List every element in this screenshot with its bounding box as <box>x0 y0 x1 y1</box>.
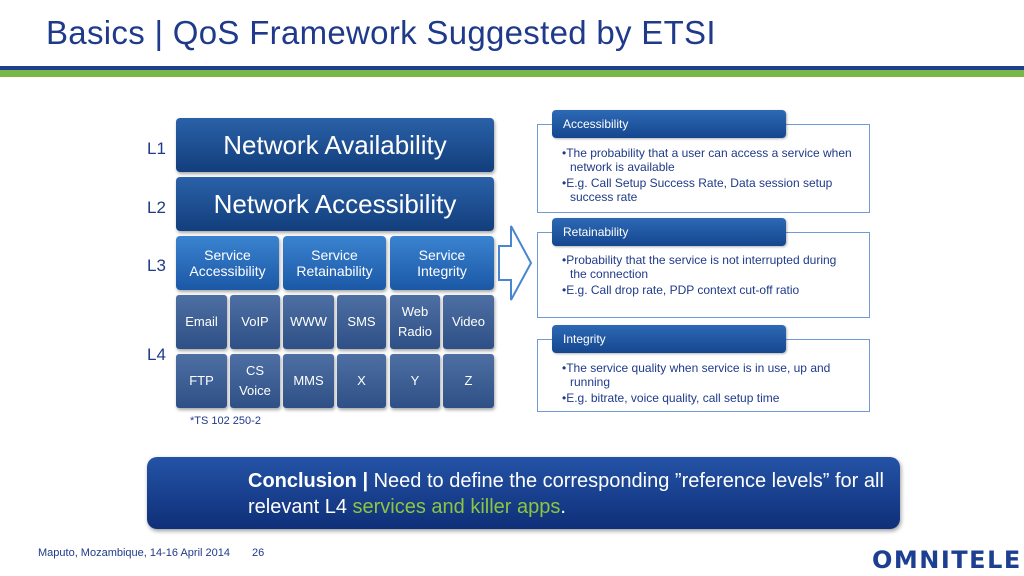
bullet-item: •E.g. Call Setup Success Rate, Data sess… <box>562 176 833 204</box>
service-tile-cs-voice: CS Voice <box>230 354 280 408</box>
title-divider-green <box>0 70 1024 77</box>
tile-line1: Y <box>410 373 420 388</box>
conclusion-lead: Conclusion | <box>248 470 369 492</box>
integrity-label: Integrity <box>552 325 786 353</box>
level-label-l3: L3 <box>147 256 166 275</box>
service-box-line2: Integrity <box>417 263 467 279</box>
service-tile-z: Z <box>443 354 494 408</box>
service-tile-x: X <box>337 354 386 408</box>
tile-line1: FTP <box>189 373 214 388</box>
tile-line1: SMS <box>347 314 376 329</box>
conclusion-text: Conclusion | Need to define the correspo… <box>248 468 888 520</box>
tile-line2: Voice <box>239 383 271 398</box>
network-availability-box: Network Availability <box>176 118 494 172</box>
tile-line1: Video <box>451 314 485 329</box>
tile-line1: WWW <box>290 314 327 329</box>
service-box-line2: Accessibility <box>189 263 266 279</box>
conclusion-banner: Conclusion | Need to define the correspo… <box>147 457 900 529</box>
tile-line2: Radio <box>398 324 432 339</box>
page-number: 26 <box>252 547 265 559</box>
service-box-line2: Retainability <box>296 263 373 279</box>
service-tile-ftp: FTP <box>176 354 227 408</box>
service-tile-y: Y <box>390 354 440 408</box>
service-tile-sms: SMS <box>337 295 386 349</box>
bullet-item: •E.g. Call drop rate, PDP context cut-of… <box>562 283 800 297</box>
tile-line1: Email <box>185 314 218 329</box>
accessibility-definition-panel <box>537 124 870 213</box>
service-box-line1: Service <box>204 247 251 263</box>
conclusion-end: . <box>560 496 566 518</box>
right-arrow-icon <box>498 225 533 301</box>
service-tile-voip: VoIP <box>230 295 280 349</box>
conclusion-highlight: services and killer apps <box>352 496 561 518</box>
level-label-l2: L2 <box>147 198 166 217</box>
integrity-bullets: •The service quality when service is in … <box>562 361 852 407</box>
tile-line1: MMS <box>293 373 324 388</box>
retainability-definition-panel <box>537 232 870 318</box>
slide-title: Basics | QoS Framework Suggested by ETSI <box>46 14 716 51</box>
standard-reference-note: *TS 102 250-2 <box>190 415 261 427</box>
tile-line1: Web <box>401 304 429 319</box>
tile-line1: VoIP <box>241 314 269 329</box>
bullet-item: •E.g. bitrate, voice quality, call setup… <box>562 391 780 405</box>
service-tile-video: Video <box>443 295 494 349</box>
conclusion-body: Need to define the corresponding ”refere… <box>248 470 884 518</box>
service-tile-mms: MMS <box>283 354 334 408</box>
service-tile-www: WWW <box>283 295 334 349</box>
service-box-line1: Service <box>311 247 358 263</box>
level-label-l4: L4 <box>147 345 166 364</box>
tile-line1: Z <box>464 373 473 388</box>
service-tile-email: Email <box>176 295 227 349</box>
tile-line1: X <box>357 373 366 388</box>
accessibility-label: Accessibility <box>552 110 786 138</box>
service-box-line1: Service <box>418 247 466 263</box>
level-label-l1: L1 <box>147 139 166 158</box>
network-accessibility-box: Network Accessibility <box>176 177 494 231</box>
accessibility-bullets: •The probability that a user can access … <box>562 146 852 206</box>
retainability-bullets: •Probability that the service is not int… <box>562 253 852 299</box>
bullet-item: •The probability that a user can access … <box>562 146 852 174</box>
title-divider-blue <box>0 66 1024 70</box>
tile-line1: CS <box>245 363 265 378</box>
omnitele-logo: OMNITELE <box>872 546 1022 574</box>
footer-location: Maputo, Mozambique, 14-16 April 2014 <box>38 547 231 559</box>
retainability-label: Retainability <box>552 218 786 246</box>
bullet-item: •The service quality when service is in … <box>562 361 831 389</box>
bullet-item: •Probability that the service is not int… <box>562 253 837 281</box>
